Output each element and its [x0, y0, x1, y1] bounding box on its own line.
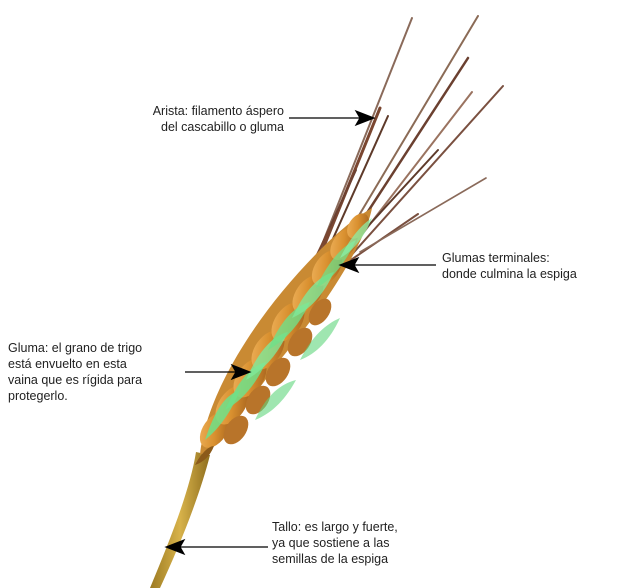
arrow-tallo — [166, 540, 268, 554]
label-gluma: Gluma: el grano de trigo está envuelto e… — [8, 340, 142, 404]
label-line: donde culmina la espiga — [442, 266, 577, 282]
stem — [150, 452, 210, 588]
label-line: protegerlo. — [8, 388, 142, 404]
label-tallo: Tallo: es largo y fuerte, ya que sostien… — [272, 519, 398, 567]
label-arista: Arista: filamento áspero del cascabillo … — [86, 103, 284, 135]
label-line: Arista: filamento áspero — [86, 103, 284, 119]
label-line: está envuelto en esta — [8, 356, 142, 372]
label-line: Glumas terminales: — [442, 250, 577, 266]
spike — [194, 208, 374, 465]
label-line: Tallo: es largo y fuerte, — [272, 519, 398, 535]
arrow-arista — [289, 111, 374, 125]
label-line: del cascabillo o gluma — [86, 119, 284, 135]
label-line: Gluma: el grano de trigo — [8, 340, 142, 356]
label-line: ya que sostiene a las — [272, 535, 398, 551]
label-line: semillas de la espiga — [272, 551, 398, 567]
arrow-glumas-terminales — [340, 258, 436, 272]
label-glumas-terminales: Glumas terminales: donde culmina la espi… — [442, 250, 577, 282]
label-line: vaina que es rígida para — [8, 372, 142, 388]
